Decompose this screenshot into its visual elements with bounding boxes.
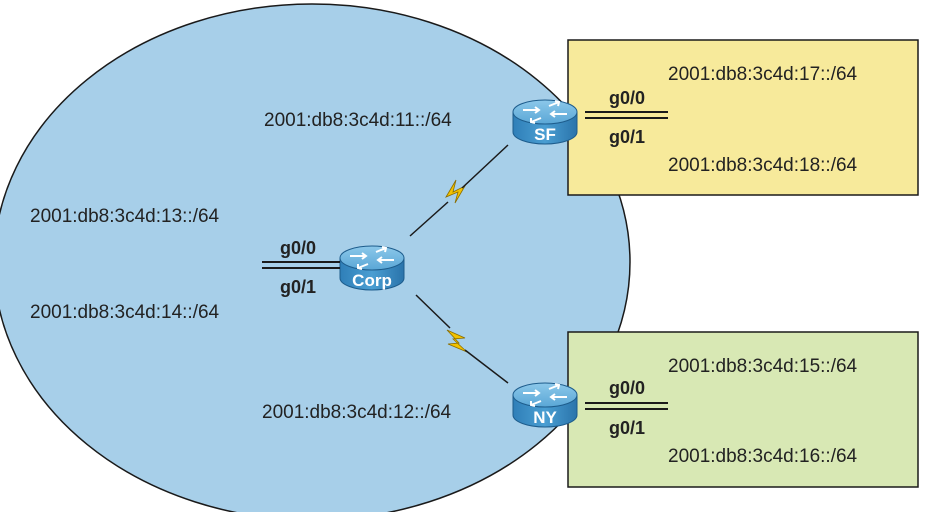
core-network-ellipse: [0, 3, 631, 512]
router-corp-label: Corp: [352, 271, 392, 290]
network-label-ny-g01: 2001:db8:3c4d:16::/64: [668, 446, 858, 467]
router-corp[interactable]: Corp: [339, 245, 405, 291]
router-sf-label: SF: [534, 125, 556, 144]
router-sf[interactable]: SF: [512, 99, 578, 145]
ny-g01-label: g0/1: [609, 418, 645, 438]
router-ny[interactable]: NY: [512, 382, 578, 428]
sf-g01-label: g0/1: [609, 127, 645, 147]
network-label-sf-g01: 2001:db8:3c4d:18::/64: [668, 155, 858, 176]
network-label-sf-g00: 2001:db8:3c4d:17::/64: [668, 64, 858, 85]
network-label-corp-g00: 2001:db8:3c4d:13::/64: [30, 206, 220, 227]
network-label-corp-ny-link: 2001:db8:3c4d:12::/64: [262, 402, 452, 423]
ny-g00-label: g0/0: [609, 378, 645, 398]
network-label-corp-sf-link: 2001:db8:3c4d:11::/64: [264, 110, 452, 131]
serial-link-corp-ny: [415, 294, 509, 384]
sf-g00-label: g0/0: [609, 88, 645, 108]
corp-g01-label: g0/1: [280, 277, 316, 297]
network-label-corp-g01: 2001:db8:3c4d:14::/64: [30, 302, 220, 323]
serial-link-corp-sf: [409, 144, 509, 237]
corp-g00-label: g0/0: [280, 238, 316, 258]
network-label-ny-g00: 2001:db8:3c4d:15::/64: [668, 356, 858, 377]
router-ny-label: NY: [533, 408, 557, 427]
